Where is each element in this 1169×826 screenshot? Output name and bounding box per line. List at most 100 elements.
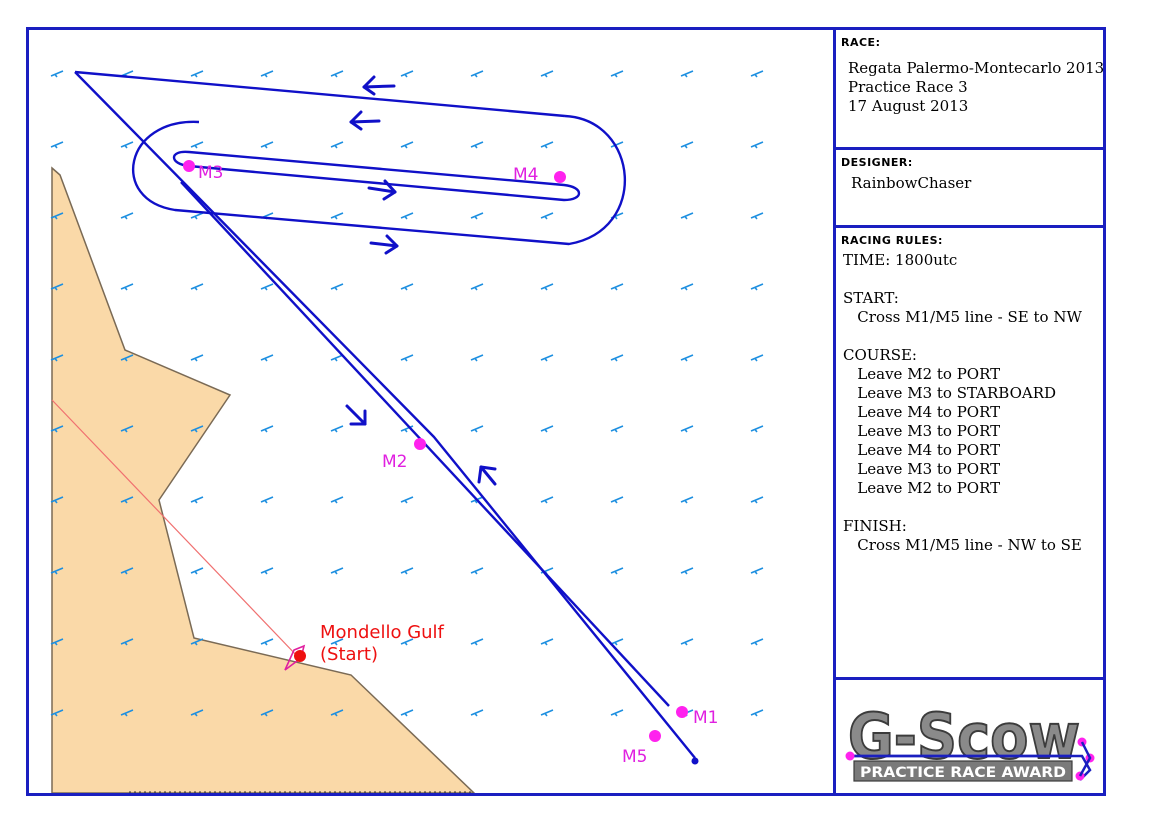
designer-panel: DESIGNER: RainbowChaser — [836, 150, 1103, 225]
wind-barb — [190, 354, 204, 362]
rules-heading: RACING RULES: — [841, 234, 943, 247]
wind-barb — [540, 709, 554, 717]
wind-barb — [750, 567, 764, 575]
wind-barb — [680, 567, 694, 575]
wind-barb — [680, 425, 694, 433]
wind-barb — [610, 567, 624, 575]
wind-barb — [330, 709, 344, 717]
wind-barb — [190, 567, 204, 575]
wind-barb — [260, 496, 274, 504]
wind-barb — [540, 496, 554, 504]
wind-barb — [50, 141, 64, 149]
finish-point — [691, 757, 699, 765]
map-canvas: M1 M2 M3 M4 M5 Mondello Gulf (Start) — [50, 70, 764, 793]
wind-barb — [120, 283, 134, 291]
wind-barb — [260, 70, 274, 78]
wind-barb — [680, 212, 694, 220]
rules-line: FINISH: — [843, 517, 907, 535]
wind-barb — [470, 709, 484, 717]
wind-barb — [190, 709, 204, 717]
wind-barb — [330, 496, 344, 504]
wind-barb — [120, 212, 134, 220]
wind-barb — [610, 70, 624, 78]
start-heading-line — [51, 399, 300, 659]
wind-barb — [400, 141, 414, 149]
wind-barb — [330, 283, 344, 291]
mark-m2[interactable] — [414, 438, 426, 450]
mark-m3[interactable] — [183, 160, 195, 172]
start-place-note: (Start) — [320, 644, 378, 665]
race-map[interactable]: M1 M2 M3 M4 M5 Mondello Gulf (Start) — [29, 30, 834, 793]
race-name: Regata Palermo-Montecarlo 2013 — [848, 59, 1105, 77]
wind-barb — [750, 212, 764, 220]
designer-heading: DESIGNER: — [841, 156, 913, 169]
wind-barb — [610, 354, 624, 362]
rules-line — [843, 498, 1082, 517]
wind-barb — [50, 709, 64, 717]
wind-barb — [190, 283, 204, 291]
mark-m5[interactable] — [649, 730, 661, 742]
logo-course-icon — [845, 737, 1095, 781]
wind-barb — [400, 283, 414, 291]
mark-m4-label: M4 — [513, 165, 538, 185]
panel-separator — [836, 225, 1106, 228]
wind-barb — [750, 354, 764, 362]
wind-barb — [400, 354, 414, 362]
wind-barb — [50, 425, 64, 433]
wind-barb — [750, 709, 764, 717]
wind-barb — [750, 425, 764, 433]
course-direction-arrows — [345, 75, 497, 486]
wind-barb — [330, 425, 344, 433]
wind-barb — [120, 709, 134, 717]
wind-barb — [610, 425, 624, 433]
mark-m1[interactable] — [676, 706, 688, 718]
wind-barb — [260, 425, 274, 433]
race-marks[interactable] — [183, 160, 688, 742]
wind-barb — [400, 425, 414, 433]
wind-barb — [540, 283, 554, 291]
rules-line: Cross M1/M5 line - SE to NW — [843, 308, 1082, 326]
wind-barb — [470, 354, 484, 362]
wind-barb — [190, 496, 204, 504]
rules-line — [843, 327, 1082, 346]
wind-barb — [50, 283, 64, 291]
wind-barb — [120, 567, 134, 575]
wind-barb — [330, 70, 344, 78]
wind-barb — [400, 212, 414, 220]
coastline-land — [51, 166, 476, 793]
wind-barb — [330, 638, 344, 646]
wind-barb — [470, 70, 484, 78]
start-boat-icon[interactable] — [284, 644, 306, 671]
wind-barb — [540, 425, 554, 433]
rules-line: Leave M4 to PORT — [843, 403, 1001, 421]
rules-line: Leave M3 to PORT — [843, 422, 1001, 440]
wind-barb — [680, 141, 694, 149]
panel-separator — [836, 147, 1106, 150]
wind-barb — [260, 709, 274, 717]
wind-barb — [470, 141, 484, 149]
wind-barb — [330, 141, 344, 149]
wind-barb — [750, 283, 764, 291]
wind-barb — [540, 212, 554, 220]
rules-line: Leave M2 to PORT — [843, 365, 1001, 383]
wind-barb — [680, 70, 694, 78]
rules-line: Leave M3 to PORT — [843, 460, 1001, 478]
arrow-nw — [477, 465, 497, 486]
award-logo-graphic: G-Scow PRACTICE RACE AWARD — [845, 699, 1095, 782]
wind-barb — [330, 567, 344, 575]
wind-barb — [400, 709, 414, 717]
wind-barb — [50, 354, 64, 362]
rules-line — [843, 270, 1082, 289]
wind-barb — [540, 141, 554, 149]
wind-barb — [330, 354, 344, 362]
wind-barb — [260, 283, 274, 291]
wind-barb — [750, 141, 764, 149]
wind-barb — [330, 212, 344, 220]
mark-m4[interactable] — [554, 171, 566, 183]
wind-barb — [400, 496, 414, 504]
rules-line: Leave M4 to PORT — [843, 441, 1001, 459]
arrow-east-2 — [369, 234, 399, 255]
wind-barb — [470, 638, 484, 646]
